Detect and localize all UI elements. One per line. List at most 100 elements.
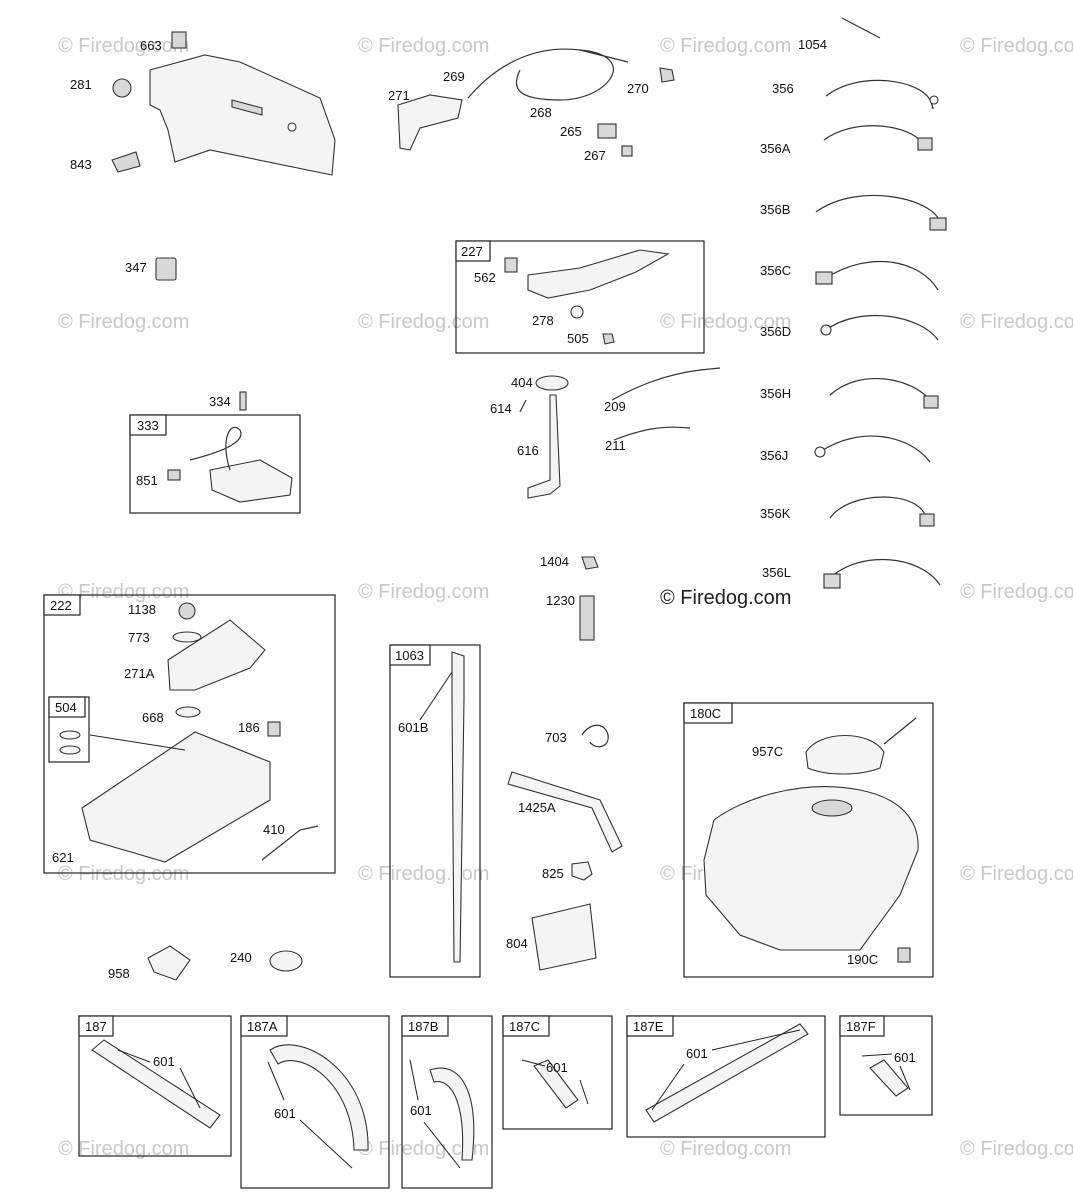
leader-line — [651, 1029, 801, 1111]
part-label-356a: 356A — [760, 141, 791, 156]
box-1063: 1063 601B — [389, 644, 481, 978]
box-frame — [129, 414, 301, 514]
screw-190c-drawing — [897, 947, 911, 963]
clip-265-drawing — [597, 123, 617, 139]
box-label-227: 227 — [461, 244, 483, 259]
part-label-1138: 1138 — [128, 602, 156, 617]
part-label-410: 410 — [263, 822, 285, 837]
box-tag — [129, 414, 167, 436]
box-label-180c: 180C — [690, 706, 721, 721]
box-187b: 187B 601 — [401, 1015, 493, 1189]
part-label-601-187b: 601 — [410, 1103, 432, 1118]
screw-186-drawing — [267, 721, 281, 737]
screw-334-drawing — [239, 391, 247, 411]
box-label-187c: 187C — [509, 1019, 540, 1034]
connector-drawing — [823, 573, 841, 589]
leader-line — [267, 1061, 353, 1169]
box-frame — [240, 1015, 390, 1189]
part-label-957c: 957C — [752, 744, 783, 759]
fuel-line-group: 703 1425A 825 804 — [506, 724, 623, 971]
box-180c: 180C 957C 190C — [683, 702, 934, 978]
box-tag — [683, 702, 733, 724]
ignition-coil-drawing — [209, 459, 293, 503]
part-label-616: 616 — [517, 443, 539, 458]
part-label-804: 804 — [506, 936, 528, 951]
ring-terminal-drawing — [820, 324, 832, 336]
box-187f: 187F 601 — [839, 1015, 933, 1116]
box-label-187e: 187E — [633, 1019, 664, 1034]
screw-267-drawing — [621, 145, 633, 157]
box-label-222: 222 — [50, 598, 72, 613]
base-plate-drawing — [81, 731, 271, 863]
link-410-drawing — [261, 825, 319, 861]
box-frame — [389, 644, 481, 978]
washer-404-drawing — [535, 375, 569, 391]
part-label-663: 663 — [140, 38, 162, 53]
box-tag — [502, 1015, 550, 1037]
harness-356k-drawing — [829, 496, 927, 519]
part-label-1230: 1230 — [546, 593, 575, 608]
watermark: © Firedog.com — [660, 311, 791, 333]
leader-line — [861, 1053, 911, 1091]
part-label-621: 621 — [52, 850, 74, 865]
bracket-group: 663 281 843 347 — [70, 31, 336, 281]
box-frame — [683, 702, 934, 978]
box-label-1063: 1063 — [395, 648, 424, 663]
clip-851-drawing — [167, 469, 181, 481]
hose-drawing — [91, 1039, 221, 1129]
part-label-1425a: 1425A — [518, 800, 556, 815]
tie-1054-drawing — [841, 17, 881, 39]
harness-356a-drawing — [823, 125, 921, 141]
box-frame — [839, 1015, 933, 1116]
part-label-601-187c: 601 — [546, 1060, 568, 1075]
harness-356j-drawing — [819, 435, 931, 463]
box-227: 227 562 278 505 — [455, 240, 705, 354]
leader-line — [117, 1049, 201, 1109]
part-label-356l: 356L — [762, 565, 791, 580]
box-label-333: 333 — [137, 418, 159, 433]
nut-505-drawing — [602, 333, 615, 345]
spark-wire-drawing — [189, 426, 242, 471]
watermark: © Firedog.com — [960, 1138, 1073, 1160]
governor-lever-drawing — [527, 249, 670, 299]
hose-drawing — [869, 1059, 909, 1097]
leader-line — [521, 1059, 589, 1105]
connector-drawing — [917, 137, 933, 151]
box-frame — [502, 1015, 613, 1130]
part-label-356j: 356J — [760, 448, 788, 463]
nut-1404-drawing — [581, 556, 599, 570]
watermark: © Firedog.com — [960, 311, 1073, 333]
box-label-187b: 187B — [408, 1019, 438, 1034]
box-187e: 187E 601 — [626, 1015, 826, 1138]
part-label-347: 347 — [125, 260, 147, 275]
plate-271a-drawing — [167, 619, 266, 691]
part-label-209: 209 — [604, 399, 626, 414]
box-tag — [401, 1015, 449, 1037]
throttle-cable-group: 269 271 268 270 265 267 — [388, 48, 675, 163]
part-label-267: 267 — [584, 148, 606, 163]
watermark-grid: © Firedog.com © Firedog.com © Firedog.co… — [58, 35, 1073, 1160]
nut-1138-drawing — [178, 602, 196, 620]
washer-drawing — [59, 730, 81, 740]
part-label-271: 271 — [388, 88, 410, 103]
nut-270-drawing — [659, 67, 675, 83]
part-label-334: 334 — [209, 394, 231, 409]
fuel-valve-804-drawing — [531, 903, 597, 971]
harness-356h-drawing — [829, 377, 929, 399]
part-label-269: 269 — [443, 69, 465, 84]
part-label-601-187e: 601 — [686, 1046, 708, 1061]
box-tag — [48, 696, 86, 718]
box-frame — [626, 1015, 826, 1138]
part-label-958: 958 — [108, 966, 130, 981]
grommet-668-drawing — [175, 706, 201, 718]
spring-209-drawing — [611, 367, 721, 401]
watermark: © Firedog.com — [358, 863, 489, 885]
watermark: © Firedog.com — [58, 581, 189, 603]
part-label-505: 505 — [567, 331, 589, 346]
screw-663-drawing — [171, 31, 187, 49]
box-tag — [389, 644, 431, 666]
box-label-187: 187 — [85, 1019, 107, 1034]
part-label-356c: 356C — [760, 263, 791, 278]
part-label-601-187: 601 — [153, 1054, 175, 1069]
box-187a: 187A 601 — [240, 1015, 390, 1189]
